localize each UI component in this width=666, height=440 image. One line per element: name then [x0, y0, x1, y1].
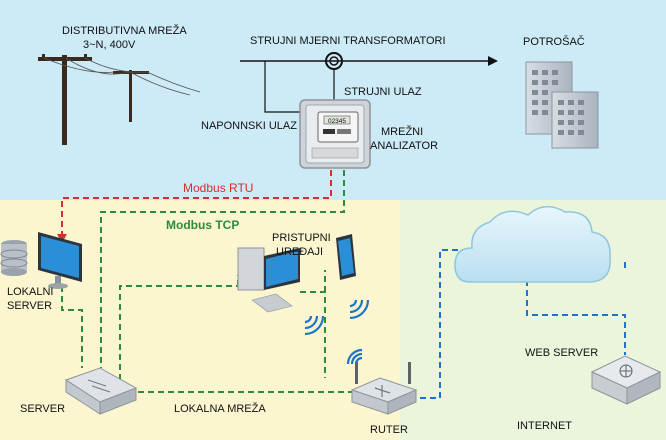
- wifi-icon-tablet: [349, 299, 370, 320]
- modbus-rtu-label: Modbus RTU: [183, 181, 254, 195]
- network-analyzer-icon: 02345: [299, 99, 371, 169]
- meter-display-text: 02345: [328, 118, 346, 125]
- web-server-icon: [590, 355, 662, 405]
- wifi-icon: [304, 315, 325, 336]
- consumer-buildings-icon: [525, 61, 599, 149]
- access-devices-label-line2: UREĐAJI: [276, 246, 324, 258]
- desktop-pc-icon: [237, 247, 300, 313]
- current-transformer-icon: [325, 52, 343, 100]
- analyzer-label-line1: MREŽNI: [381, 126, 424, 138]
- local-network-label: LOKALNA MREŽA: [174, 403, 266, 415]
- database-icon: [0, 240, 28, 276]
- modbus-tcp-label: Modbus TCP: [166, 218, 240, 232]
- router-label: RUTER: [370, 424, 408, 436]
- tablet-icon: [336, 234, 356, 280]
- power-poles-icon: [38, 54, 201, 145]
- voltage-wire: [264, 61, 306, 113]
- current-transformers-label: STRUJNI MJERNI TRANSFORMATORI: [250, 35, 446, 47]
- current-input-label: STRUJNI ULAZ: [344, 86, 422, 98]
- distribution-voltage-label: 3~N, 400V: [83, 39, 136, 51]
- analyzer-label-line2: ANALIZATOR: [370, 140, 439, 152]
- rtu-arrow-icon: [57, 234, 67, 243]
- power-line: [240, 56, 498, 66]
- internet-label: INTERNET: [517, 420, 572, 432]
- consumer-label: POTROŠAČ: [523, 36, 585, 48]
- local-server-label-line2: SERVER: [7, 300, 53, 312]
- modbus-rtu-link: [61, 170, 332, 236]
- distribution-network-label: DISTRIBUTIVNA MREŽA: [62, 25, 187, 37]
- local-server-monitor-icon: [38, 232, 82, 289]
- modbus-tcp-link: [61, 170, 358, 393]
- server-label: SERVER: [20, 403, 66, 415]
- internet-cloud-icon: [454, 206, 611, 283]
- router-icon: [350, 362, 418, 415]
- access-devices-label-line1: PRISTUPNI: [272, 232, 331, 244]
- network-switch-icon: [64, 367, 138, 415]
- web-server-label: WEB SERVER: [525, 347, 599, 359]
- local-server-label-line1: LOKALNI: [7, 286, 54, 298]
- voltage-input-label: NAPONNSKI ULAZ: [201, 120, 297, 132]
